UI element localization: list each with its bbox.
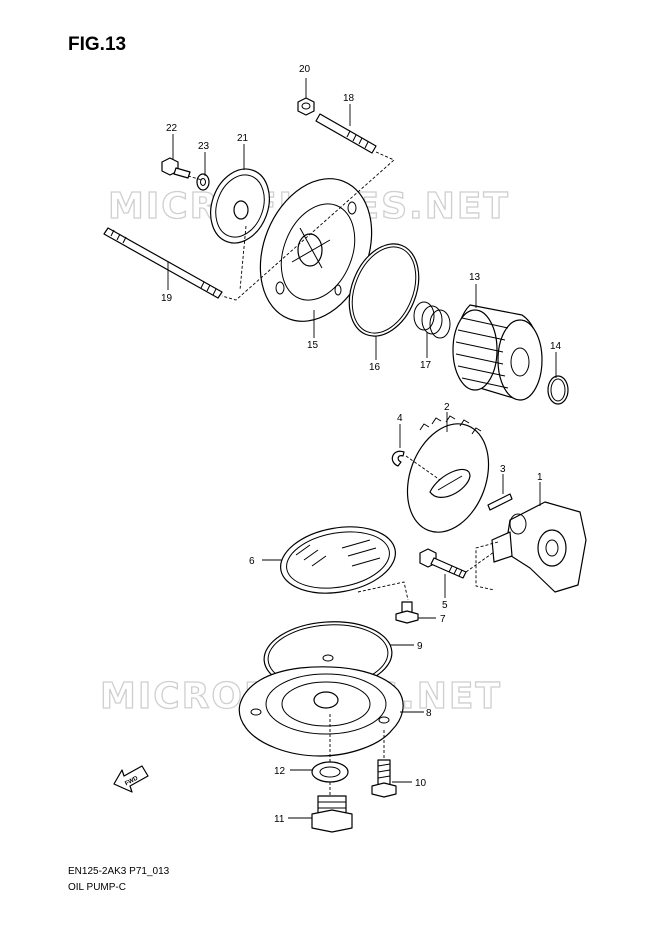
callout-13: 13 [469, 272, 481, 283]
fwd-arrow-icon: FWD [113, 765, 149, 793]
part-5-bolt [419, 548, 467, 579]
part-18-stud [315, 113, 377, 154]
callout-23: 23 [198, 141, 210, 152]
part-7-screw [395, 601, 419, 624]
diagram-code: EN125-2AK3 P71_013 [68, 866, 170, 877]
callout-14: 14 [550, 341, 562, 352]
part-4-circlip [391, 450, 405, 467]
part-6-strainer [280, 526, 396, 594]
callout-18: 18 [343, 93, 355, 104]
callout-19: 19 [161, 293, 173, 304]
callout-labels: 20 18 22 23 21 19 15 16 17 13 14 4 2 3 1… [161, 64, 562, 825]
diagram-title: OIL PUMP-C [68, 882, 126, 893]
part-13-oil-filter [452, 304, 543, 401]
callout-8: 8 [426, 708, 432, 719]
part-19-long-stud [103, 227, 223, 299]
callout-9: 9 [417, 641, 423, 652]
callout-21: 21 [237, 133, 249, 144]
callout-6: 6 [249, 556, 255, 567]
callout-2: 2 [444, 402, 450, 413]
part-20-nut [297, 97, 315, 116]
callout-3: 3 [500, 464, 506, 475]
part-23-washer [196, 173, 210, 191]
part-3-pin [487, 493, 513, 511]
callout-20: 20 [299, 64, 311, 75]
part-14-o-ring [547, 375, 569, 405]
callout-15: 15 [307, 340, 319, 351]
part-2-gear [406, 415, 490, 533]
callout-17: 17 [420, 360, 432, 371]
callout-10: 10 [415, 778, 427, 789]
part-16-o-ring [348, 243, 420, 337]
part-1-oil-pump [491, 501, 587, 593]
callout-11: 11 [274, 814, 285, 825]
part-8-cover-plate [238, 654, 404, 757]
callout-5: 5 [442, 600, 448, 611]
callout-22: 22 [166, 123, 178, 134]
part-12-washer [311, 761, 349, 783]
callout-4: 4 [397, 413, 403, 424]
callout-12: 12 [274, 766, 286, 777]
callout-16: 16 [369, 362, 381, 373]
part-21-cover-cap [210, 168, 270, 244]
callout-1: 1 [537, 472, 543, 483]
part-17-spring [413, 301, 451, 339]
leader-lines [167, 78, 557, 819]
callout-7: 7 [440, 614, 446, 625]
figure-label: FIG.13 [68, 34, 127, 55]
part-22-bolt [161, 157, 191, 179]
part-11-drain-plug [311, 795, 353, 833]
part-10-bolt [371, 759, 397, 798]
